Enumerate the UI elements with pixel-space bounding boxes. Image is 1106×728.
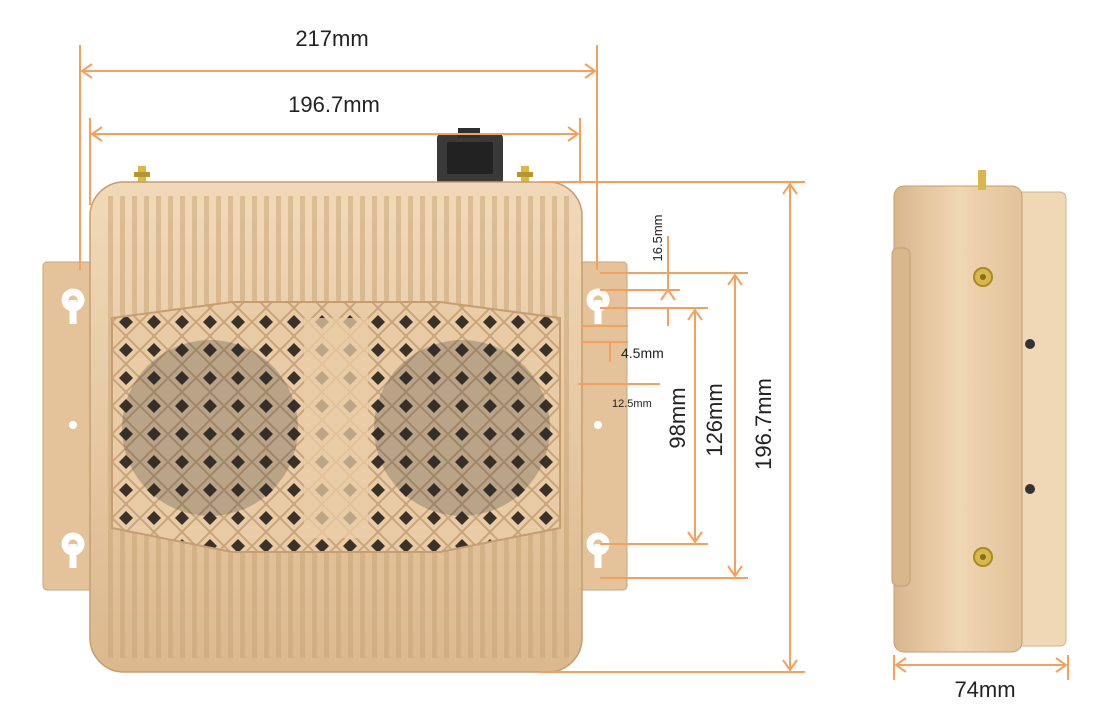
arrowhead — [894, 657, 1068, 673]
mounting-bracket-right — [571, 261, 628, 591]
dim-offset-top: 16.5mm — [650, 215, 665, 262]
heatsink-fin — [564, 196, 569, 658]
dim-body-width: 196.7mm — [288, 92, 380, 117]
screw-icon — [1025, 339, 1035, 349]
power-connector-icon — [437, 128, 503, 184]
arrowhead — [660, 288, 676, 301]
dim-offset-side: 12.5mm — [612, 398, 652, 410]
dim-hole-spacing: 98mm — [665, 387, 690, 448]
dim-depth: 74mm — [954, 677, 1015, 702]
screw-icon — [1025, 484, 1035, 494]
side-view — [891, 170, 1067, 653]
arrowhead — [687, 308, 703, 544]
dim-height: 196.7mm — [751, 378, 776, 470]
dim-overall-width: 217mm — [295, 26, 368, 51]
dim-offset-small: 4.5mm — [621, 345, 664, 361]
front-view — [42, 128, 628, 673]
dimension-lines — [79, 45, 1069, 680]
arrowhead — [90, 126, 580, 142]
antenna-connector-icon — [134, 166, 533, 186]
fan-left — [122, 340, 298, 516]
antenna-connector-icon — [973, 170, 993, 567]
arrowhead — [80, 63, 597, 79]
arrowhead — [727, 273, 743, 578]
arrowhead — [782, 182, 798, 672]
dim-bracket-spacing: 126mm — [702, 383, 727, 456]
fan-right — [374, 340, 550, 516]
heatsink-fin — [108, 196, 113, 658]
